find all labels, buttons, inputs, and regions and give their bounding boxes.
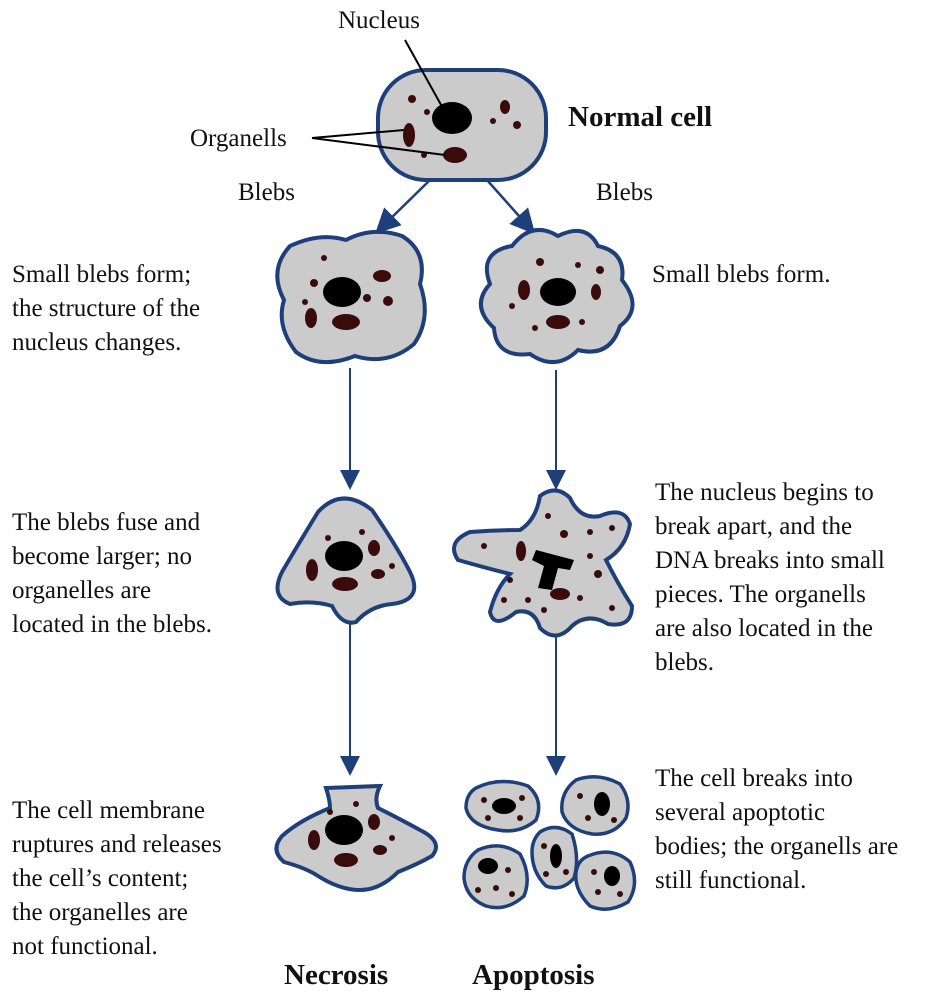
apoptosis-step-1: Small blebs form. (652, 258, 830, 292)
organelle (443, 147, 467, 163)
organells-label: Organells (190, 122, 287, 156)
necrosis-cell-2 (278, 498, 415, 622)
blebs-right-label: Blebs (596, 176, 653, 210)
apoptosis-cell-1 (481, 230, 633, 362)
necrosis-cell-1 (277, 232, 425, 362)
apoptotic-body (576, 852, 635, 909)
apoptotic-body (464, 846, 527, 908)
blebs-left-label: Blebs (238, 176, 295, 210)
organelle (403, 123, 415, 147)
apoptotic-bodies (464, 777, 635, 909)
organelle (500, 100, 510, 114)
normal-cell-label: Normal cell (568, 100, 712, 134)
apoptosis-step-2: The nucleus begins to break apart, and t… (655, 476, 885, 680)
necrosis-cell-3 (276, 786, 436, 890)
apoptosis-cell-2 (454, 490, 632, 635)
apoptotic-body (562, 777, 628, 834)
apoptosis-step-3: The cell breaks into several apoptotic b… (655, 762, 898, 898)
nucleus-label: Nucleus (338, 4, 420, 38)
apoptotic-body (532, 827, 577, 887)
apoptotic-body (466, 781, 539, 830)
apoptosis-title: Apoptosis (472, 958, 595, 992)
necrosis-step-2: The blebs fuse and become larger; no org… (12, 506, 212, 642)
necrosis-title: Necrosis (284, 958, 388, 992)
normal-cell (378, 70, 546, 180)
necrosis-step-1: Small blebs form; the structure of the n… (12, 258, 200, 360)
necrosis-step-3: The cell membrane ruptures and releases … (12, 794, 222, 964)
nucleus (432, 102, 472, 134)
